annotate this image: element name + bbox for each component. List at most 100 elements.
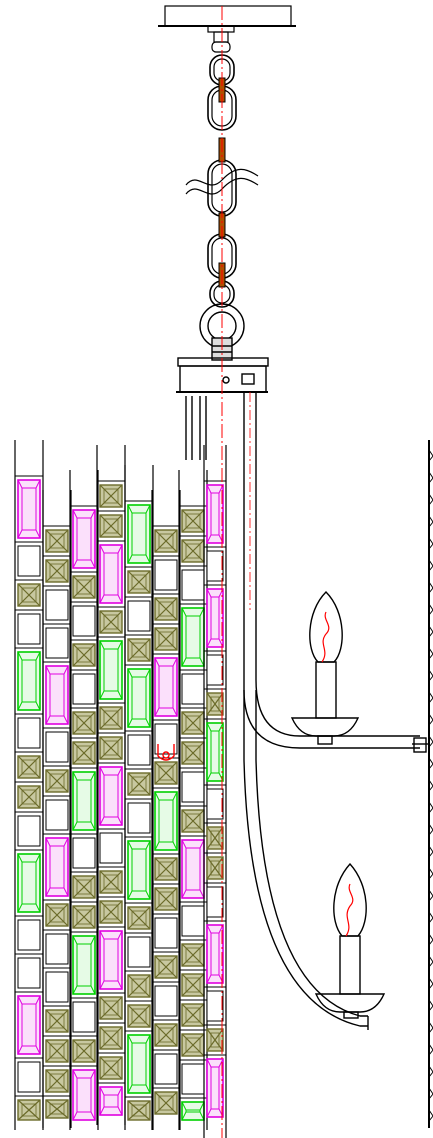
crystal-green <box>127 504 151 564</box>
bead <box>127 1004 151 1028</box>
bead <box>181 509 205 533</box>
crystal-magenta <box>99 766 123 826</box>
bead <box>45 1039 69 1063</box>
bead <box>17 755 41 779</box>
crystal-magenta <box>17 479 41 539</box>
crystal-magenta <box>206 484 224 544</box>
crystal-strand <box>42 490 72 1128</box>
bead <box>99 514 123 538</box>
bead <box>127 974 151 998</box>
bead <box>181 973 205 997</box>
bead <box>99 736 123 760</box>
bead <box>99 996 123 1020</box>
crystal-strand <box>203 445 227 1138</box>
bead <box>154 1023 178 1047</box>
crystal-magenta <box>17 995 41 1055</box>
crystal-magenta <box>72 509 96 569</box>
crystal-green <box>181 1101 205 1121</box>
bead <box>181 1033 205 1057</box>
bead <box>45 1009 69 1033</box>
bead <box>206 856 224 880</box>
bead <box>154 857 178 881</box>
bead <box>17 583 41 607</box>
bead <box>154 597 178 621</box>
bead <box>181 711 205 735</box>
bead <box>127 772 151 796</box>
bead <box>154 887 178 911</box>
bead <box>99 1026 123 1050</box>
crystal-green <box>127 840 151 900</box>
crystal-magenta <box>72 1069 96 1121</box>
bead <box>45 559 69 583</box>
wall-mount <box>412 440 433 1128</box>
bead <box>99 900 123 924</box>
crystal-strand <box>151 490 181 1130</box>
bead <box>45 769 69 793</box>
bead <box>127 906 151 930</box>
crystal-magenta <box>181 839 205 899</box>
crystal-green <box>127 668 151 728</box>
crystal-green <box>99 640 123 700</box>
bead <box>99 610 123 634</box>
bead <box>154 627 178 651</box>
crystal-magenta <box>99 544 123 604</box>
crystal-magenta <box>206 1058 224 1118</box>
crystal-strand <box>178 470 208 1130</box>
bead <box>154 761 178 785</box>
bead <box>206 1028 224 1052</box>
crystal-magenta <box>45 665 69 725</box>
bead <box>99 706 123 730</box>
hook-icon <box>157 744 175 761</box>
bead <box>72 905 96 929</box>
bead <box>181 1003 205 1027</box>
crystal-magenta <box>154 657 178 717</box>
candle-upper <box>290 591 360 745</box>
bead <box>206 826 224 850</box>
bead <box>99 1056 123 1080</box>
bead <box>45 1099 69 1119</box>
bead <box>181 539 205 563</box>
bead <box>99 870 123 894</box>
bead <box>181 741 205 765</box>
bead <box>154 1091 178 1115</box>
crystal-green <box>127 1034 151 1094</box>
crystal-strand <box>124 465 154 1130</box>
candle-lower <box>314 862 386 1019</box>
crystal-strand <box>69 470 99 1130</box>
crystal-panel-strands <box>14 440 227 1138</box>
crystal-strand <box>14 440 44 1130</box>
bead <box>72 575 96 599</box>
bead <box>45 1069 69 1093</box>
bead <box>72 1039 96 1063</box>
ceiling-canopy <box>158 5 296 53</box>
crystal-green <box>72 935 96 995</box>
crystal-strand <box>96 445 126 1125</box>
crystal-magenta <box>206 924 224 984</box>
body-hanger <box>176 357 269 460</box>
bead <box>17 785 41 809</box>
bead <box>45 903 69 927</box>
candle-arm-upper <box>243 392 420 749</box>
candle-arm-lower <box>243 690 369 1030</box>
crystal-green <box>72 771 96 831</box>
bead <box>45 529 69 553</box>
crystal-magenta <box>99 1086 123 1116</box>
bead <box>206 692 224 716</box>
bead <box>127 638 151 662</box>
bead <box>181 943 205 967</box>
crystal-green <box>181 607 205 667</box>
bead <box>17 1099 41 1121</box>
crystal-green <box>17 651 41 711</box>
crystal-magenta <box>45 837 69 897</box>
bead <box>72 711 96 735</box>
crystal-green <box>17 853 41 913</box>
bead <box>154 529 178 553</box>
crystal-magenta <box>99 930 123 990</box>
bead <box>72 643 96 667</box>
bead <box>72 741 96 765</box>
crystal-magenta <box>206 588 224 648</box>
bead <box>181 809 205 833</box>
bead <box>154 955 178 979</box>
